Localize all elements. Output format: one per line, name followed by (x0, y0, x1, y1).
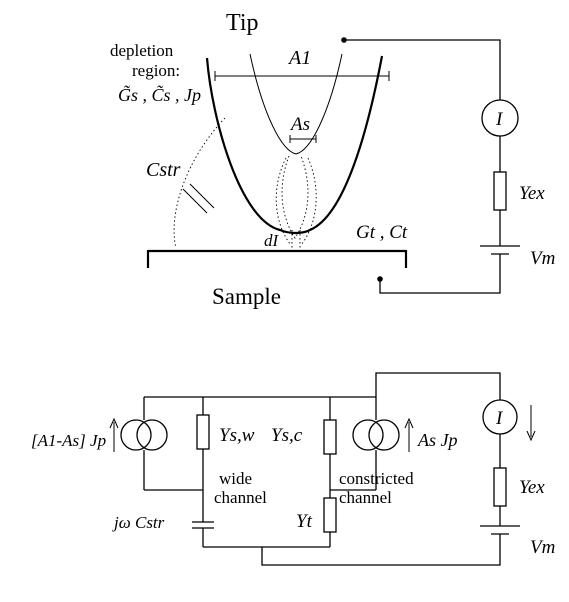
ammeter-bottom-label: I (495, 408, 504, 429)
yex-top-impedance (493, 171, 507, 211)
ysw-label: Ys,w (219, 425, 255, 446)
yt-label: Yt (296, 511, 313, 532)
yex-top-label: Yex (519, 183, 545, 204)
gap-label: dI (264, 231, 280, 250)
as-label: As (289, 114, 310, 135)
tip-outer-profile (205, 55, 384, 235)
vm-bottom-label: Vm (530, 537, 555, 558)
yt-admittance (323, 497, 337, 533)
a1-label: A1 (287, 47, 311, 69)
wide-label-2: channel (214, 488, 267, 507)
ysc-label: Ys,c (271, 425, 303, 446)
tip-label: Tip (226, 10, 258, 36)
sample-label: Sample (212, 284, 281, 309)
cstr-capacitor (182, 188, 208, 214)
external-bottom-wire (261, 534, 501, 566)
left-current-source (120, 419, 152, 451)
cstr-label: Cstr (146, 159, 181, 181)
external-top-wire (375, 372, 501, 400)
wide-label-1: wide (219, 469, 252, 488)
equivalent-circuit: [A1-As] Jp Ys,w wide channel jω Cstr Ys,… (31, 372, 555, 566)
ammeter-top-label: I (495, 109, 504, 130)
jwcstr-label: jω Cstr (112, 513, 165, 532)
current-path-outer (281, 155, 309, 239)
ysw-admittance (196, 414, 210, 450)
constricted-label-1: constricted (339, 469, 414, 488)
sample-wire (379, 254, 501, 294)
sample-contact-dot (377, 276, 383, 282)
left-source-label: [A1-As] Jp (31, 431, 106, 450)
yex-bottom-impedance (493, 467, 507, 507)
right-source-label: As Jp (417, 430, 458, 450)
depletion-line2: region: (132, 61, 180, 80)
right-current-source (352, 419, 384, 451)
constricted-label-2: channel (339, 488, 392, 507)
depletion-params: G̃s , C̃s , Jp (118, 85, 201, 105)
tip-wire (344, 39, 501, 100)
ysc-admittance (323, 419, 337, 455)
yex-bottom-label: Yex (519, 477, 545, 498)
depletion-boundary (249, 53, 343, 155)
depletion-line1: depletion (110, 41, 174, 60)
gt-ct-label: Gt , Ct (356, 222, 408, 243)
top-schematic: Tip A1 As Cstr depletion region: G̃s , C… (110, 10, 555, 309)
vm-top-label: Vm (530, 248, 555, 269)
stray-field-arc (173, 117, 226, 249)
